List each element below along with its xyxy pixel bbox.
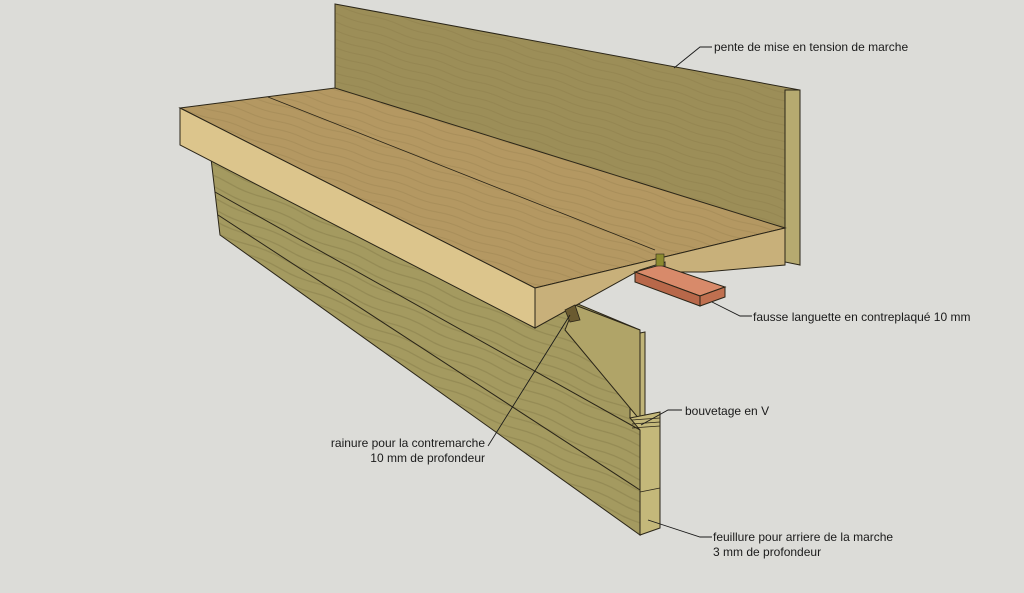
leader-lines <box>487 46 752 538</box>
label-rebate: feuillure pour arriere de la marche 3 mm… <box>713 530 894 559</box>
tread-board <box>178 87 787 329</box>
label-tension-slope: pente de mise en tension de marche <box>714 40 909 54</box>
label-false-tongue: fausse languette en contreplaqué 10 mm <box>753 310 971 324</box>
v-joint-board <box>564 304 661 536</box>
label-v-joint: bouvetage en V <box>685 404 770 418</box>
label-riser-groove: rainure pour la contremarche 10 mm de pr… <box>330 436 485 465</box>
plywood-false-tongue <box>633 253 727 307</box>
